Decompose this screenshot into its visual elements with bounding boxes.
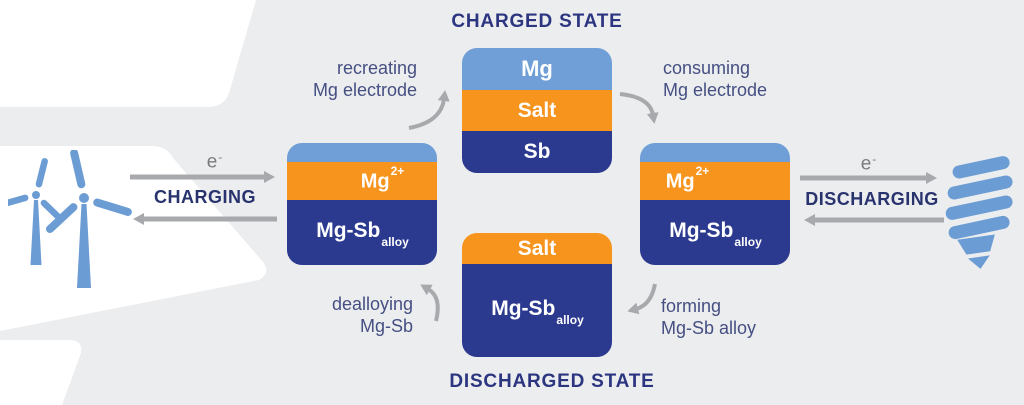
alloy-base: Mg-Sb	[669, 219, 734, 243]
mg-ion-charge: 2+	[695, 163, 710, 178]
mg-ion-charge: 2+	[390, 163, 405, 178]
mg-layer-label: Mg	[521, 55, 553, 81]
annotation-line: consuming	[663, 58, 751, 78]
annotation-line: Mg-Sb alloy	[661, 318, 757, 338]
annotation-line: recreating	[336, 58, 417, 78]
mg-electrode-layer: Mg	[462, 48, 612, 90]
electron-symbol: e	[860, 153, 872, 175]
annotation-line: forming	[661, 296, 722, 316]
alloy-label: Mg-Sballoy	[316, 219, 409, 248]
mg-thin-layer	[640, 143, 790, 162]
alloy-base: Mg-Sb	[491, 297, 556, 321]
salt-layer: Salt	[462, 89, 612, 132]
wind-turbines-icon	[8, 150, 132, 288]
alloy-subscript: alloy	[734, 234, 762, 249]
discharging-label: DISCHARGING	[805, 189, 939, 209]
charged-state-cell: Mg Salt Sb	[462, 48, 612, 173]
forming-curved-arrow	[627, 283, 657, 315]
mg-ion-label: Mg2+	[360, 164, 405, 194]
annotation-line: Mg-Sb	[359, 316, 413, 336]
alloy-subscript: alloy	[556, 312, 584, 327]
discharging-cell: Mg2+ Mg-Sballoy	[640, 143, 790, 265]
salt-layer-label: Salt	[517, 98, 557, 122]
sb-layer-label: Sb	[523, 140, 551, 164]
alloy-layer: Mg-Sballoy	[462, 264, 612, 357]
consuming-annotation: consuming Mg electrode	[663, 57, 767, 101]
charging-cell: Mg2+ Mg-Sballoy	[287, 143, 437, 265]
annotation-line: Mg electrode	[312, 80, 417, 100]
mg-ion-base: Mg	[360, 170, 390, 193]
alloy-layer: Mg-Sballoy	[287, 200, 437, 265]
recreating-curved-arrow	[408, 90, 450, 130]
mg-ion-label: Mg2+	[665, 164, 710, 194]
recreating-annotation: recreating Mg electrode	[313, 57, 417, 101]
annotation-line: dealloying	[331, 294, 413, 314]
alloy-label: Mg-Sballoy	[491, 297, 584, 326]
discharged-state-title: DISCHARGED STATE	[449, 371, 655, 392]
discharged-state-cell: Salt Mg-Sballoy	[462, 233, 612, 357]
salt-ion-layer: Mg2+	[287, 162, 437, 200]
salt-layer: Salt	[462, 233, 612, 264]
consuming-curved-arrow	[619, 92, 659, 124]
electron-symbol: e	[206, 151, 218, 173]
salt-layer-label: Salt	[517, 236, 557, 260]
cfl-bulb-icon	[945, 156, 1013, 269]
sb-electrode-layer: Sb	[462, 131, 612, 173]
charged-state-title: CHARGED STATE	[451, 11, 623, 32]
mg-thin-layer	[287, 143, 437, 162]
dealloying-annotation: dealloying Mg-Sb	[332, 293, 413, 337]
discharging-electron-label: e-	[846, 151, 890, 175]
alloy-subscript: alloy	[381, 234, 409, 249]
electron-charge-sign: -	[872, 152, 877, 166]
mg-ion-base: Mg	[665, 170, 695, 193]
alloy-label: Mg-Sballoy	[669, 219, 762, 248]
electron-charge-sign: -	[218, 150, 223, 164]
dealloying-curved-arrow	[420, 284, 440, 322]
annotation-line: Mg electrode	[663, 80, 768, 100]
forming-annotation: forming Mg-Sb alloy	[661, 295, 756, 339]
charging-electron-label: e-	[192, 149, 236, 173]
alloy-base: Mg-Sb	[316, 219, 381, 243]
alloy-layer: Mg-Sballoy	[640, 200, 790, 265]
charging-label: CHARGING	[154, 187, 256, 207]
salt-ion-layer: Mg2+	[640, 162, 790, 200]
